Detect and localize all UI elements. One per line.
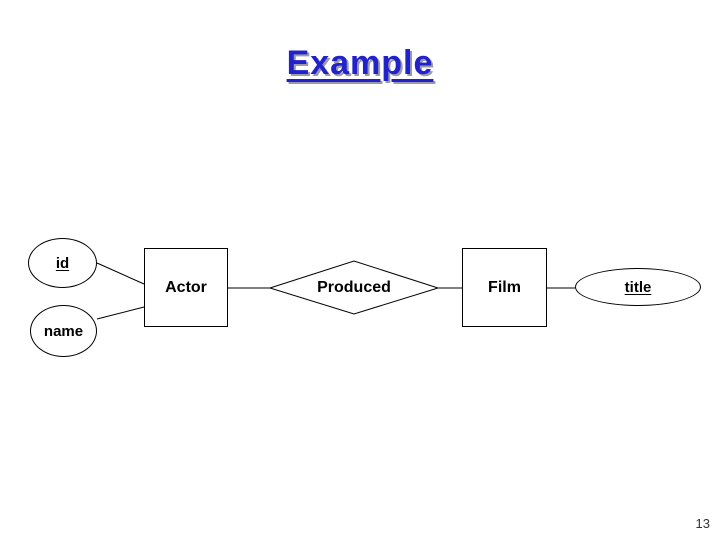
attribute-id: id xyxy=(28,238,97,288)
entity-film: Film xyxy=(462,248,547,327)
attribute-title: title xyxy=(575,268,701,306)
entity-actor: Actor xyxy=(144,248,228,327)
relationship-diamond xyxy=(268,260,440,315)
attribute-title-label: title xyxy=(624,278,652,296)
entity-actor-label: Actor xyxy=(165,278,207,296)
relationship-produced: Produced xyxy=(270,261,438,314)
attribute-name-label: name xyxy=(43,322,84,340)
connector-id-actor xyxy=(96,262,145,285)
slide-title: Example xyxy=(286,44,434,82)
connector-name-actor xyxy=(96,306,145,320)
attribute-name: name xyxy=(30,305,97,357)
entity-film-label: Film xyxy=(488,278,521,296)
relationship-produced-label: Produced xyxy=(317,278,391,296)
page-number: 13 xyxy=(695,516,710,531)
attribute-id-label: id xyxy=(55,254,70,272)
